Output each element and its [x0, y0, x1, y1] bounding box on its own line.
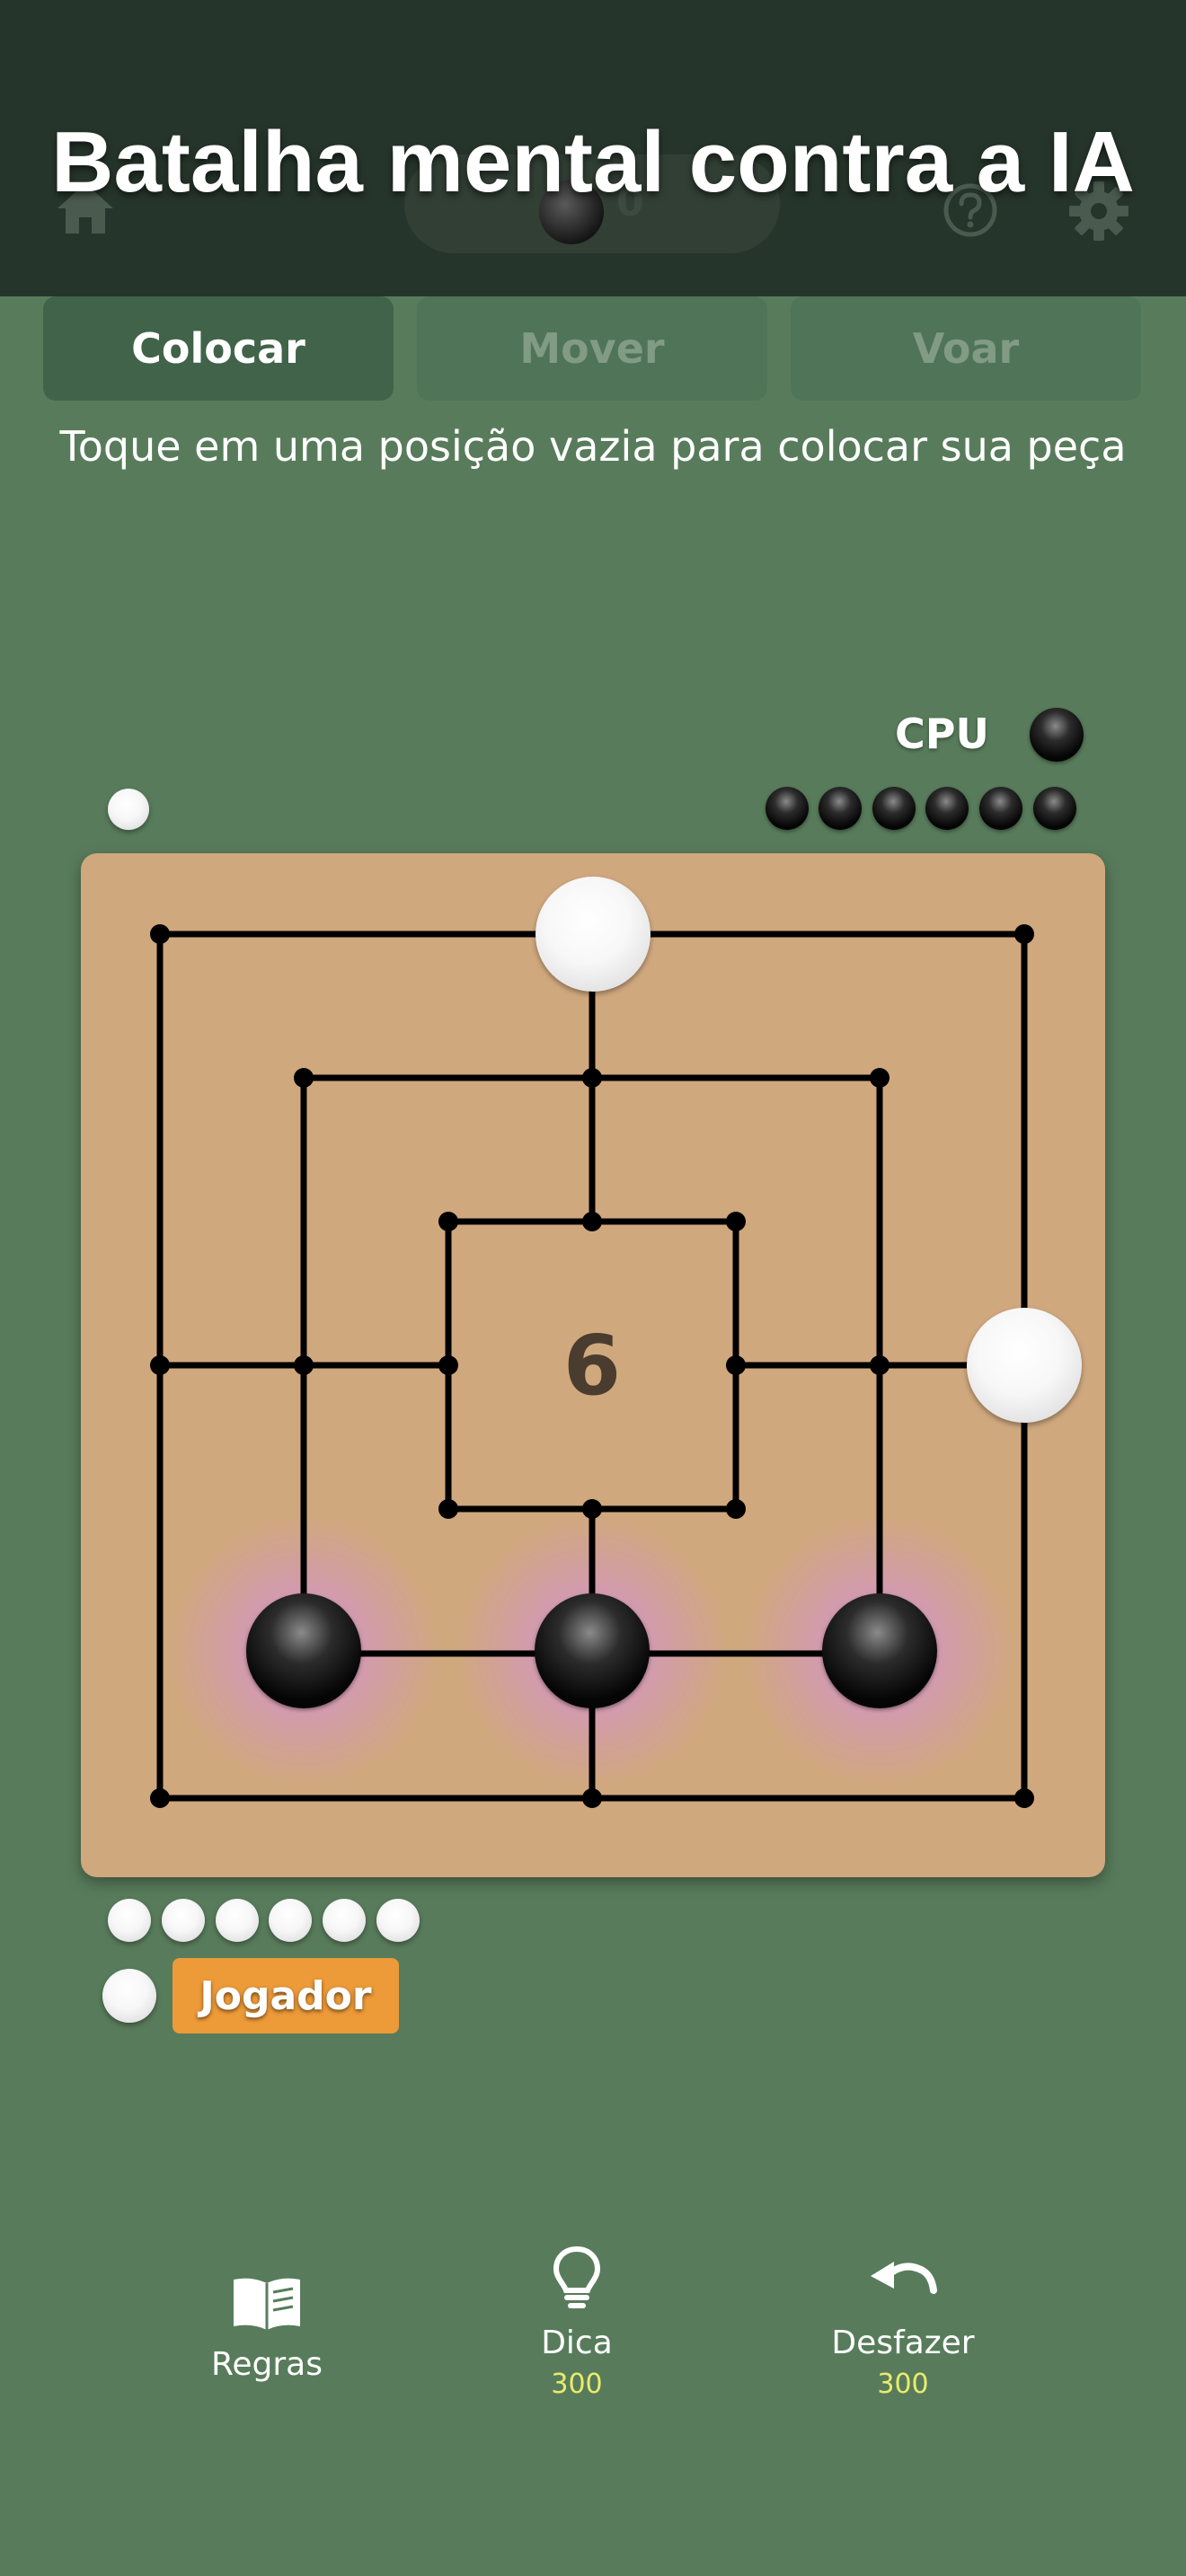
player-reserve-piece	[323, 1899, 366, 1942]
hint-button[interactable]: Dica 300	[487, 2245, 667, 2400]
coin-icon	[539, 180, 604, 244]
board-point[interactable]	[150, 924, 170, 944]
white-piece[interactable]	[535, 877, 651, 992]
rules-label: Regras	[210, 2346, 323, 2383]
instruction-text: Toque em uma posição vazia para colocar …	[59, 422, 1127, 471]
header-bar	[0, 0, 1186, 296]
board-point[interactable]	[870, 1355, 890, 1375]
black-piece[interactable]	[535, 1593, 650, 1708]
board-point[interactable]	[150, 1788, 170, 1808]
page-title: Batalha mental contra a IA	[51, 114, 1135, 210]
player-turn-piece-icon	[102, 1969, 156, 2023]
cpu-turn-piece-icon	[1030, 708, 1084, 762]
tab-mover[interactable]: Mover	[417, 296, 767, 401]
cpu-reserve-piece	[979, 787, 1022, 830]
cpu-reserve-piece	[1033, 787, 1076, 830]
gear-icon[interactable]	[1067, 180, 1130, 243]
player-reserve-piece	[108, 1899, 151, 1942]
black-piece[interactable]	[246, 1593, 361, 1708]
undo-button[interactable]: Desfazer 300	[813, 2254, 993, 2400]
board-point[interactable]	[726, 1499, 746, 1519]
book-icon	[234, 2278, 300, 2330]
board-point[interactable]	[1014, 924, 1034, 944]
undo-cost: 300	[877, 2369, 929, 2400]
coin-count: 0	[616, 180, 644, 225]
hint-cost: 300	[551, 2369, 603, 2400]
cpu-reserve-piece	[925, 787, 969, 830]
board-point[interactable]	[438, 1212, 458, 1231]
board-point[interactable]	[438, 1355, 458, 1375]
player-reserve-piece	[269, 1899, 312, 1942]
lightbulb-icon	[553, 2245, 601, 2308]
board-point[interactable]	[1014, 1788, 1034, 1808]
board-point[interactable]	[582, 1499, 602, 1519]
undo-label: Desfazer	[831, 2325, 975, 2361]
board-point[interactable]	[294, 1355, 314, 1375]
cpu-reserve-piece	[819, 787, 862, 830]
white-piece[interactable]	[967, 1308, 1082, 1423]
tab-colocar[interactable]: Colocar	[43, 296, 394, 401]
cpu-reserve-piece	[872, 787, 916, 830]
cpu-reserve-piece	[766, 787, 809, 830]
black-piece[interactable]	[822, 1593, 937, 1708]
board-point[interactable]	[294, 1068, 314, 1088]
player-label: Jogador	[173, 1958, 399, 2033]
board-point[interactable]	[726, 1355, 746, 1375]
board-point[interactable]	[150, 1355, 170, 1375]
help-icon[interactable]	[942, 181, 999, 239]
undo-icon	[871, 2262, 937, 2294]
player-reserve-piece	[216, 1899, 259, 1942]
home-icon[interactable]	[54, 180, 117, 237]
rules-button[interactable]: Regras	[177, 2274, 357, 2383]
board-point[interactable]	[870, 1068, 890, 1088]
hint-label: Dica	[541, 2325, 613, 2361]
captured-white-piece	[108, 789, 149, 830]
cpu-label: CPU	[895, 710, 989, 758]
player-reserve-piece	[376, 1899, 420, 1942]
player-reserve-piece	[162, 1899, 205, 1942]
board-point[interactable]	[582, 1212, 602, 1231]
board-point[interactable]	[582, 1068, 602, 1088]
board-point[interactable]	[438, 1499, 458, 1519]
board-point[interactable]	[726, 1212, 746, 1231]
board-point[interactable]	[582, 1788, 602, 1808]
center-counter: 6	[563, 1318, 621, 1414]
tab-voar[interactable]: Voar	[791, 296, 1141, 401]
